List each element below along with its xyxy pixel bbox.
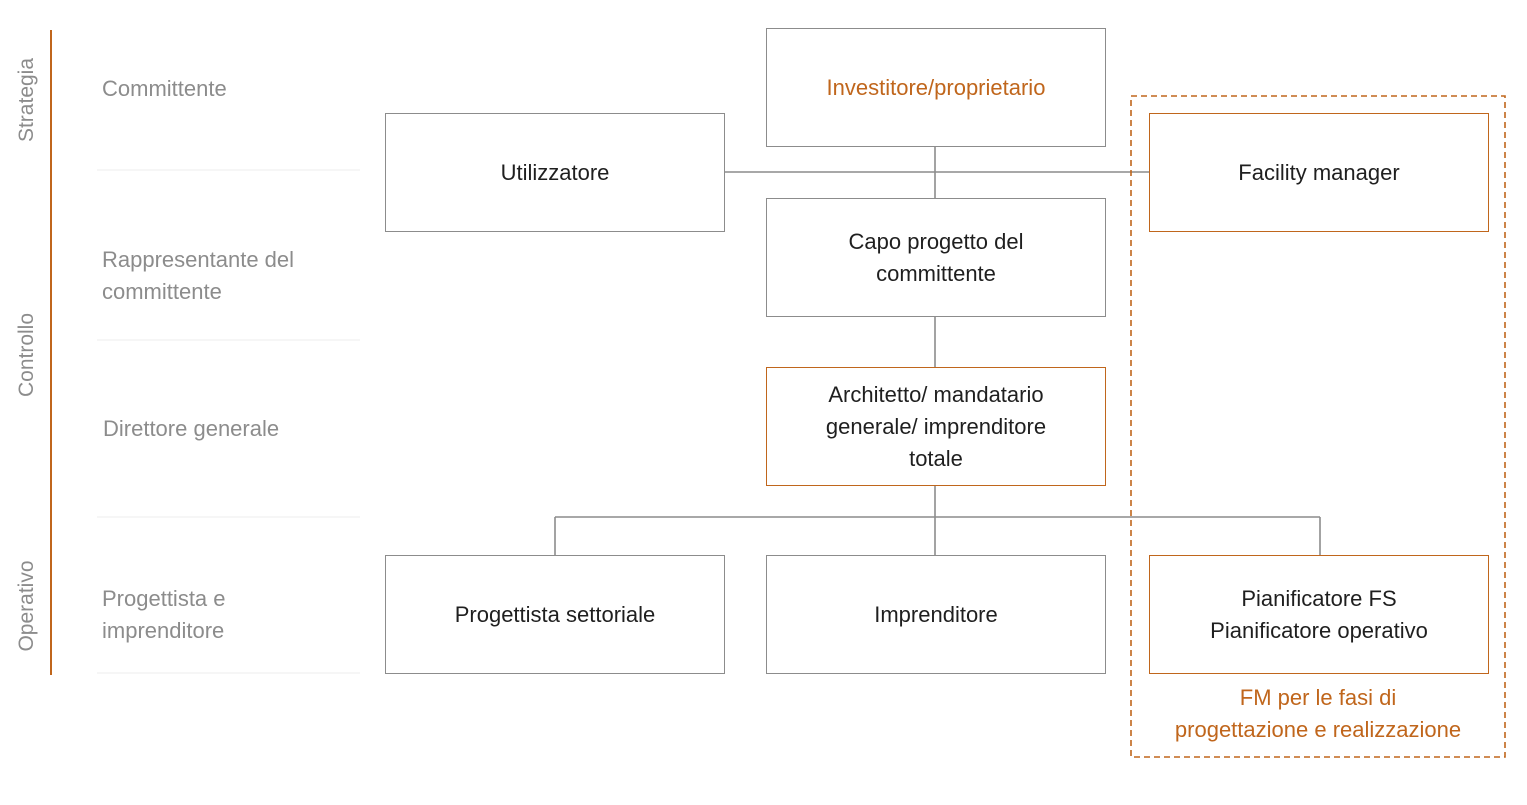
node-sector-designer-label: Progettista settoriale	[454, 601, 656, 627]
fm-group-dashed-frame	[1130, 95, 1506, 758]
node-user: Utilizzatore	[385, 113, 725, 232]
node-contractor: Imprenditore	[766, 555, 1106, 674]
node-architect: Architetto/ mandatario generale/ imprend…	[766, 367, 1106, 486]
node-fs-planner: Pianificatore FS Pianificatore operativo	[1149, 555, 1489, 674]
fm-group-caption: FM per le fasi di progettazione e realiz…	[1174, 685, 1462, 742]
node-investor: Investitore/proprietario	[766, 28, 1106, 147]
row-label-designer-contractor: Progettista e imprenditore	[102, 586, 226, 643]
node-contractor-label: Imprenditore	[874, 601, 998, 627]
phase-label-control: Controllo	[15, 312, 38, 398]
node-fs-planner-label: Pianificatore FS Pianificatore operativo	[1210, 585, 1428, 643]
row-label-general-director: Direttore generale	[103, 416, 280, 441]
node-user-label: Utilizzatore	[500, 159, 610, 185]
node-project-head: Capo progetto del committente	[766, 198, 1106, 317]
row-label-client: Committente	[102, 76, 227, 101]
node-investor-label: Investitore/proprietario	[826, 74, 1046, 100]
node-project-head-label: Capo progetto del committente	[848, 228, 1024, 286]
phase-label-strategy: Strategia	[15, 57, 38, 143]
node-facility-manager: Facility manager	[1149, 113, 1489, 232]
phase-label-operative: Operativo	[15, 560, 38, 652]
node-sector-designer: Progettista settoriale	[385, 555, 725, 674]
row-label-client-rep: Rappresentante del committente	[102, 247, 295, 304]
node-architect-label: Architetto/ mandatario generale/ imprend…	[825, 381, 1047, 471]
node-facility-manager-label: Facility manager	[1238, 159, 1400, 185]
